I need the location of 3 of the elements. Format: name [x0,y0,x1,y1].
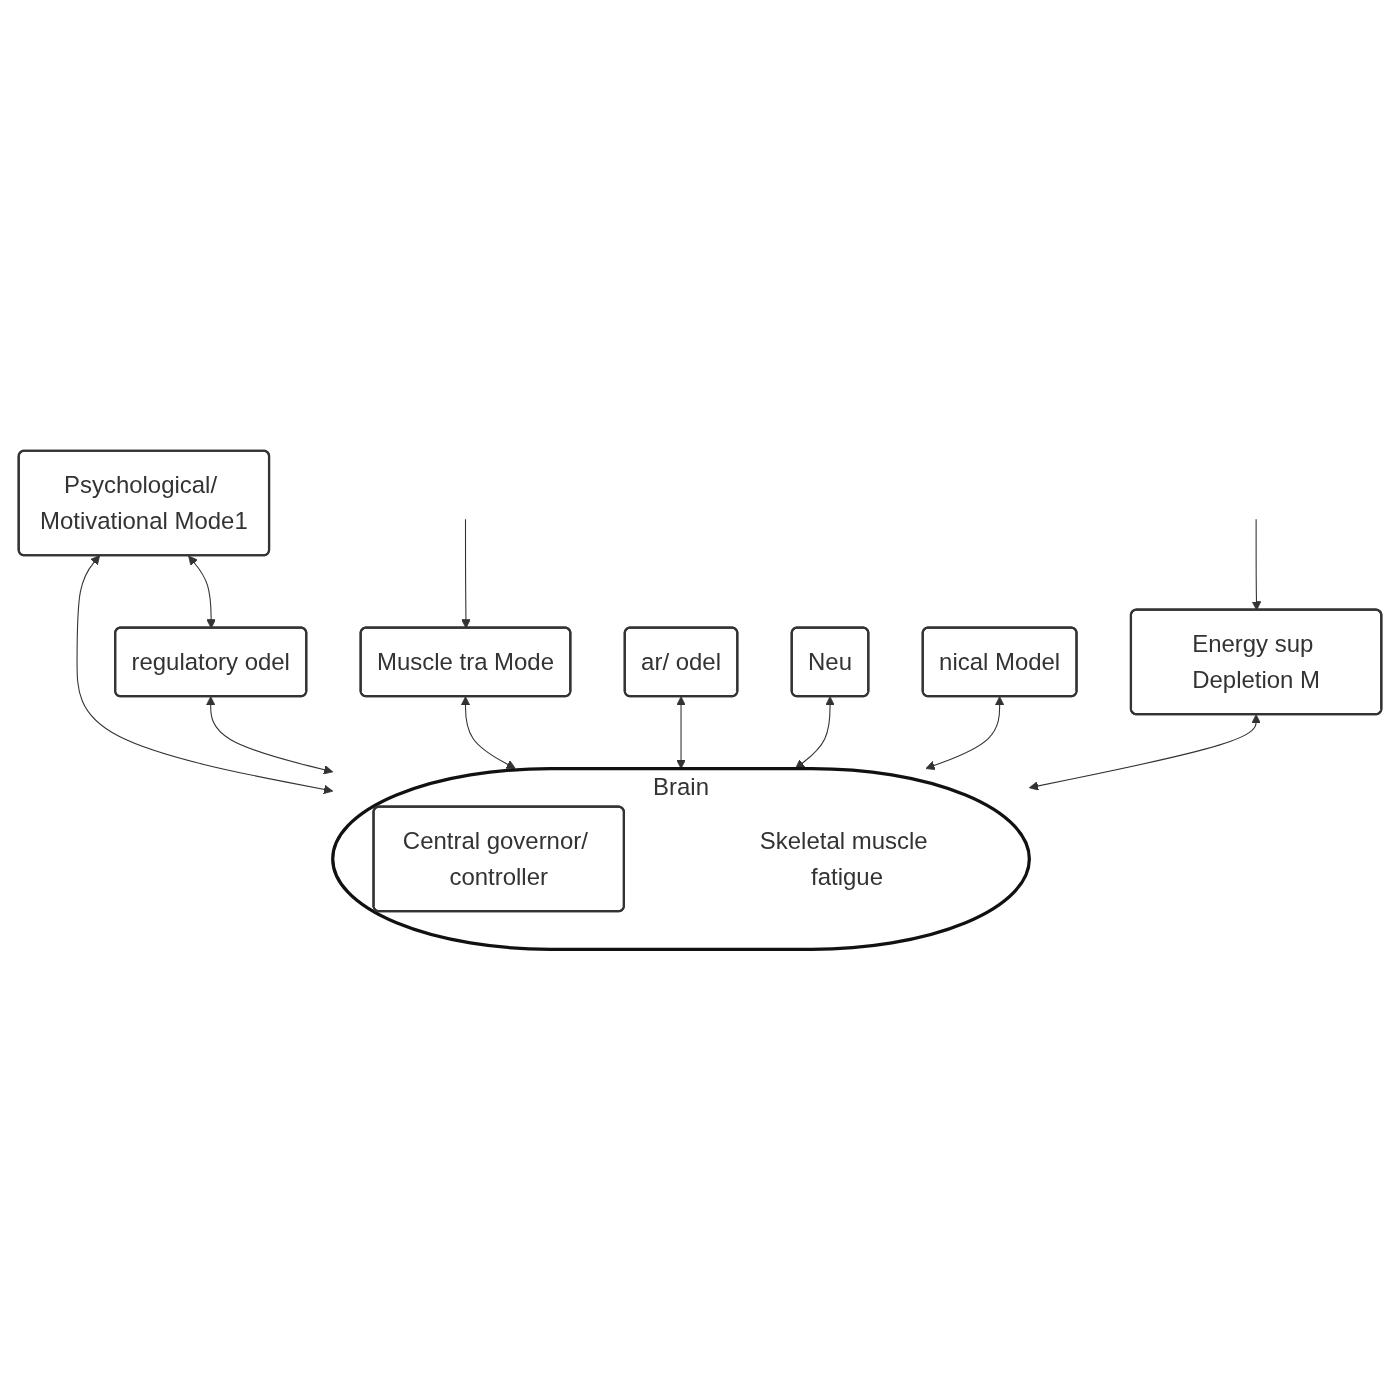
arrow [460,696,516,769]
arrow [676,696,686,769]
arrow [795,696,835,769]
